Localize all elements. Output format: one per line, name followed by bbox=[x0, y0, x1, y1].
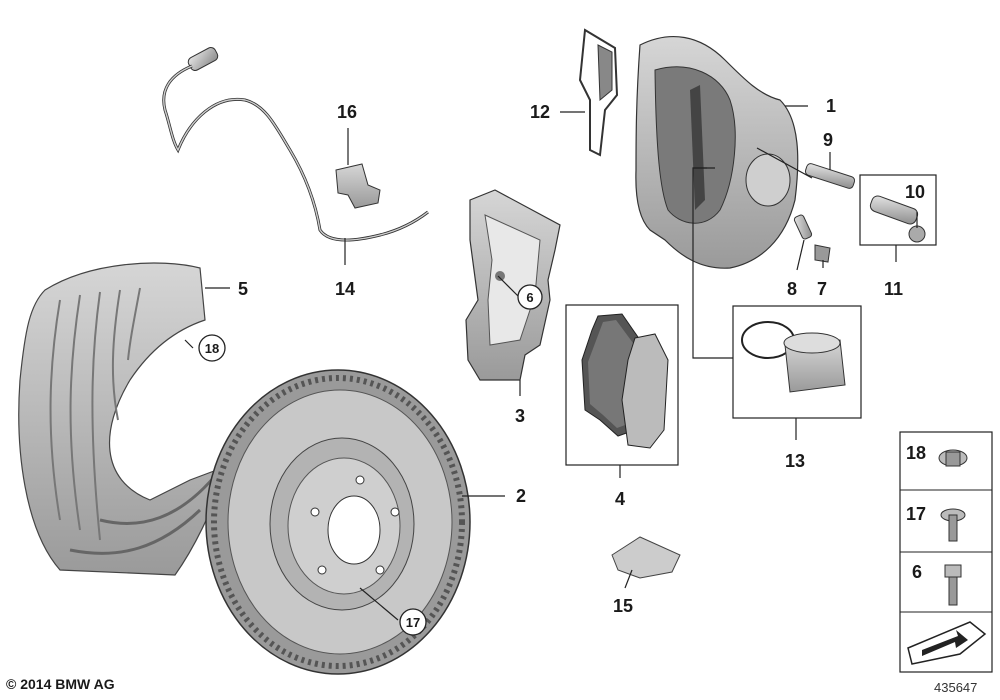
legend-label-18: 18 bbox=[906, 443, 926, 463]
fastener-legend bbox=[899, 431, 993, 673]
circled-callout-18: 18 bbox=[198, 334, 226, 362]
sensor-bracket bbox=[335, 163, 381, 209]
callout-14: 14 bbox=[335, 279, 355, 299]
callout-1: 1 bbox=[826, 96, 836, 116]
circled-callout-17-text: 17 bbox=[406, 615, 420, 630]
callout-11: 11 bbox=[884, 279, 903, 299]
circled-callout-6: 6 bbox=[517, 284, 543, 310]
circled-callout-18-text: 18 bbox=[205, 341, 219, 356]
callout-7: 7 bbox=[817, 279, 827, 299]
callout-9: 9 bbox=[823, 130, 833, 150]
guide-pin bbox=[804, 163, 856, 189]
callout-16: 16 bbox=[337, 102, 357, 122]
callout-4: 4 bbox=[615, 489, 625, 509]
callout-3: 3 bbox=[515, 406, 525, 426]
callout-12: 12 bbox=[530, 102, 550, 122]
copyright-text: © 2014 BMW AG bbox=[6, 676, 115, 692]
direction-arrow-icon bbox=[907, 621, 987, 665]
piston-kit bbox=[732, 305, 862, 419]
callout-2: 2 bbox=[516, 486, 526, 506]
brake-pads bbox=[565, 304, 679, 466]
wear-sensor bbox=[162, 47, 429, 242]
callout-5: 5 bbox=[238, 279, 248, 299]
leader-lines bbox=[184, 105, 918, 621]
callout-8: 8 bbox=[787, 279, 797, 299]
legend-label-17: 17 bbox=[906, 504, 926, 524]
legend-label-6: 6 bbox=[912, 562, 922, 582]
brake-caliper bbox=[635, 36, 799, 269]
callout-15: 15 bbox=[613, 596, 633, 616]
bleed-screw bbox=[793, 214, 813, 240]
circled-callout-17: 17 bbox=[399, 608, 427, 636]
hex-bolt-icon bbox=[944, 564, 962, 606]
brake-shield bbox=[18, 262, 232, 576]
caliper-carrier bbox=[465, 189, 561, 381]
callout-13: 13 bbox=[785, 451, 805, 471]
flange-bolt-icon bbox=[938, 449, 968, 467]
diagram-id: 435647 bbox=[934, 680, 978, 695]
stud-bolt-icon bbox=[940, 508, 966, 542]
circled-callout-6-text: 6 bbox=[526, 290, 533, 305]
grease-packet bbox=[611, 536, 681, 579]
brake-disc bbox=[205, 369, 471, 675]
anti-rattle-spring bbox=[578, 28, 619, 157]
guide-sleeve-kit bbox=[859, 174, 937, 246]
callout-10: 10 bbox=[905, 182, 925, 202]
dust-cap bbox=[814, 244, 831, 263]
